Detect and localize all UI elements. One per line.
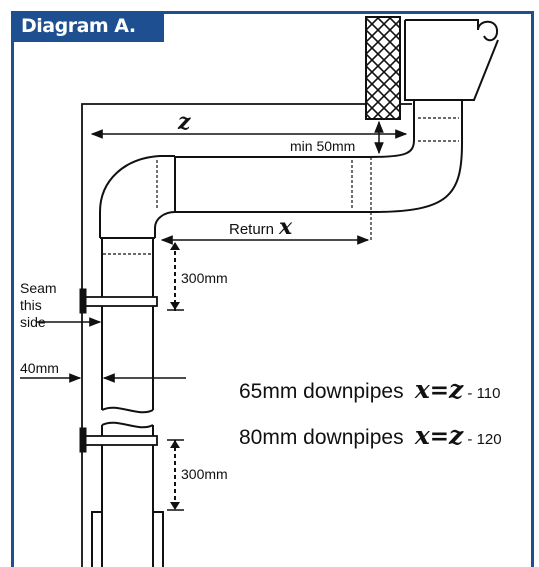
rafter-block xyxy=(365,16,401,120)
gutter-outlet xyxy=(413,100,463,143)
downpipe-upper xyxy=(101,238,154,414)
formula-65-lhs: x xyxy=(414,375,431,404)
z-label: z xyxy=(177,109,191,135)
seam-label-line3: side xyxy=(20,314,46,330)
formula-80-lhs: x xyxy=(414,421,431,450)
return-pipe xyxy=(175,156,372,240)
return-dimension: Return x xyxy=(160,214,370,245)
offset-bend xyxy=(369,139,463,213)
spacing-top-label: 300mm xyxy=(181,270,228,286)
wall-outline xyxy=(81,103,412,567)
formula-80-prefix: 80mm downpipes xyxy=(239,426,404,449)
bracket-lower xyxy=(79,427,158,453)
wall-gap-label: 40mm xyxy=(20,360,59,376)
z-dimension: z xyxy=(90,109,408,139)
formula-80-text: 80mm downpipes x=z - 120 xyxy=(239,421,502,450)
formula-65-suffix: - 110 xyxy=(463,385,500,402)
formula-80-eq: = xyxy=(430,423,449,450)
formula-80-suffix: - 120 xyxy=(463,431,501,448)
diagram-title: Diagram A. xyxy=(11,11,164,42)
bracket-upper xyxy=(79,288,158,314)
formula-65-eq: = xyxy=(430,377,449,404)
gutter xyxy=(404,19,499,101)
formula-80-rhs: z xyxy=(448,421,464,450)
upper-elbow xyxy=(99,155,176,255)
return-label: Return xyxy=(229,221,274,238)
seam-note: Seam this side xyxy=(20,280,102,330)
bracket-spacing-bottom: 300mm xyxy=(167,439,228,511)
return-var-label: x xyxy=(278,214,293,240)
wall-gap-dimension: 40mm xyxy=(20,360,186,383)
formula-65-text: 65mm downpipes x=z - 110 xyxy=(239,375,500,404)
formula-80: 80mm downpipes x=z - 120 xyxy=(239,421,502,450)
bracket-spacing-top: 300mm xyxy=(167,242,228,312)
formula-65-prefix: 65mm downpipes xyxy=(239,380,404,403)
seam-label-line1: Seam xyxy=(20,280,57,296)
seam-label-line2: this xyxy=(20,297,42,313)
min-gap-label: min 50mm xyxy=(290,138,355,154)
formula-65: 65mm downpipes x=z - 110 xyxy=(239,375,500,404)
formula-65-rhs: z xyxy=(448,375,464,404)
spacing-bottom-label: 300mm xyxy=(181,466,228,482)
min-gap-dimension: min 50mm xyxy=(290,120,384,155)
downpipe-lower xyxy=(91,421,164,567)
